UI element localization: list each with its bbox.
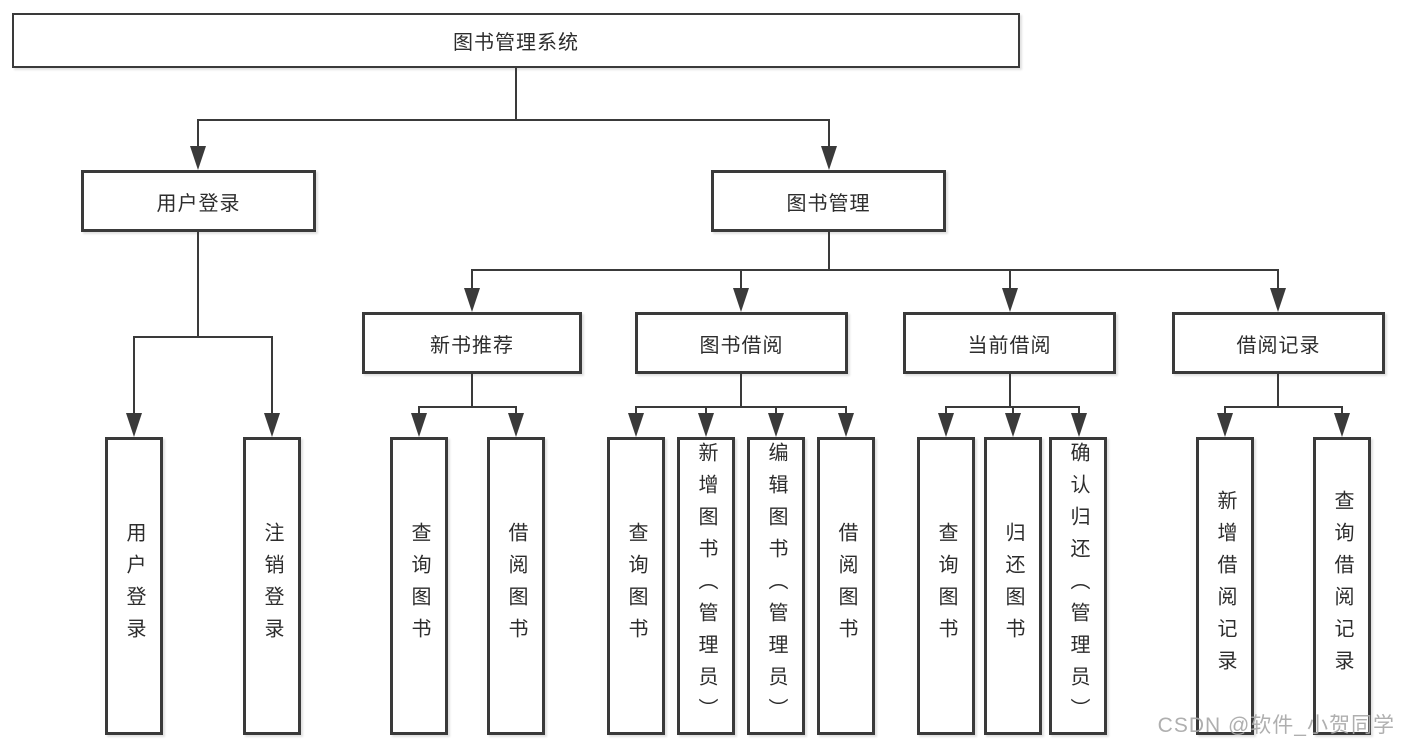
connector-leaf-stem [1012,406,1014,417]
leaf-user-login: 用户登录 [105,437,163,735]
connector-to-borrow-records [1277,269,1279,292]
connector-leaf-stem [1078,406,1080,417]
arrowhead [464,288,480,312]
connector-to-leaf-user-login [133,336,135,417]
arrowhead [1334,413,1350,437]
arrowhead [838,413,854,437]
connector-to-new-books [471,269,473,292]
connector-leaf-stem [418,406,420,417]
leaf-return-books: 归还图书 [984,437,1042,735]
leaf-label: 新增借阅记录 [1214,490,1236,682]
arrowhead [508,413,524,437]
leaf-label: 借阅图书 [835,522,857,650]
leaf-add-books-admin: 新增图书（管理员） [677,437,735,735]
arrowhead [768,413,784,437]
arrowhead [411,413,427,437]
node-user-login-branch: 用户登录 [81,170,316,232]
arrowhead [264,413,280,437]
leaf-label: 查询借阅记录 [1331,490,1353,682]
connector-book-borrow-bar [636,406,847,408]
leaf-query-books-recommend: 查询图书 [390,437,448,735]
node-label: 当前借阅 [967,334,1052,357]
leaf-label: 借阅图书 [505,522,527,650]
arrowhead [628,413,644,437]
node-borrowing-records: 借阅记录 [1172,312,1385,374]
connector-user-login-bar [134,336,273,338]
connector-leaf-stem [1224,406,1226,417]
connector-new-books-bar [419,406,517,408]
node-label: 新书推荐 [430,334,514,357]
connector-to-book-borrow [740,269,742,292]
leaf-edit-books-admin: 编辑图书（管理员） [747,437,805,735]
arrowhead [126,413,142,437]
connector-leaf-stem [1341,406,1343,417]
leaf-query-borrow-record: 查询借阅记录 [1313,437,1371,735]
connector-leaf-stem [635,406,637,417]
connector-book-mgmt-stem [828,232,830,270]
leaf-add-borrow-record: 新增借阅记录 [1196,437,1254,735]
leaf-query-books-current: 查询图书 [917,437,975,735]
connector-to-user-login [197,119,199,152]
leaf-label: 用户登录 [123,522,145,650]
connector-leaf-stem [775,406,777,417]
node-book-borrowing: 图书借阅 [635,312,848,374]
connector-leaf-stem [945,406,947,417]
node-book-management-branch: 图书管理 [711,170,946,232]
leaf-borrow-books-borrowing: 借阅图书 [817,437,875,735]
connector-leaf-stem [845,406,847,417]
arrowhead [733,288,749,312]
arrowhead [1270,288,1286,312]
node-library-management-system: 图书管理系统 [12,13,1020,68]
csdn-watermark: CSDN @软件_小贺同学 [1157,714,1395,737]
connector-leaf-stem [515,406,517,417]
connector-to-current-borrow [1009,269,1011,292]
leaf-label: 查询图书 [408,522,430,650]
arrowhead [1005,413,1021,437]
connector-book-mgmt-bar [472,269,1279,271]
leaf-label: 确认归还（管理员） [1067,442,1089,730]
arrowhead [1217,413,1233,437]
node-label: 图书管理 [786,192,871,215]
leaf-label: 归还图书 [1002,522,1024,650]
arrowhead [698,413,714,437]
leaf-label: 查询图书 [935,522,957,650]
connector-book-borrow-stem [740,374,742,407]
connector-to-book-management [828,119,830,152]
connector-borrow-records-bar [1225,406,1343,408]
leaf-borrow-books-recommend: 借阅图书 [487,437,545,735]
node-label: 用户登录 [156,192,241,215]
leaf-label: 注销登录 [261,522,283,650]
connector-new-books-stem [471,374,473,407]
node-label: 图书借阅 [699,334,784,357]
node-label: 图书管理系统 [453,32,579,54]
connector-leaf-stem [705,406,707,417]
arrowhead [821,146,837,170]
leaf-confirm-return-admin: 确认归还（管理员） [1049,437,1107,735]
node-label: 借阅记录 [1236,334,1321,357]
connector-current-borrow-stem [1009,374,1011,407]
connector-root-bar [198,119,830,121]
connector-to-leaf-logout [271,336,273,417]
arrowhead [1071,413,1087,437]
node-new-book-recommendation: 新书推荐 [362,312,582,374]
leaf-label: 编辑图书（管理员） [765,442,787,730]
leaf-label: 查询图书 [625,522,647,650]
connector-borrow-records-stem [1277,374,1279,407]
leaf-label: 新增图书（管理员） [695,442,717,730]
connector-user-login-stem [197,232,199,337]
arrowhead [1002,288,1018,312]
leaf-logout: 注销登录 [243,437,301,735]
arrowhead [190,146,206,170]
node-current-borrowing: 当前借阅 [903,312,1116,374]
connector-root-stem [515,68,517,120]
arrowhead [938,413,954,437]
leaf-query-books-borrowing: 查询图书 [607,437,665,735]
